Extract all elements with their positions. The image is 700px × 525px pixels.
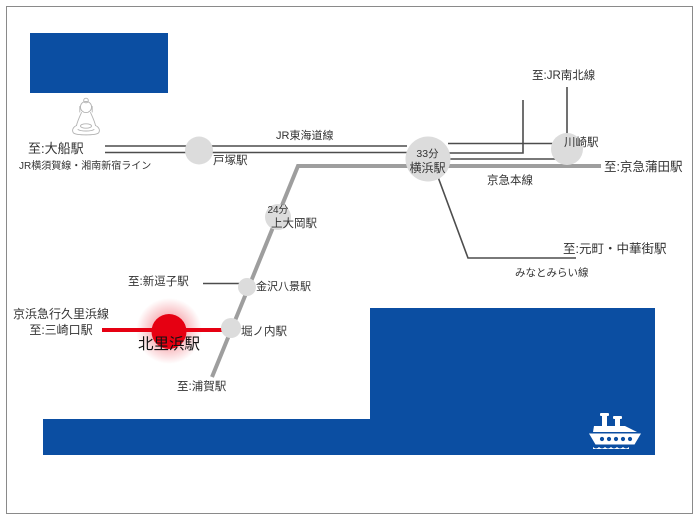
map-frame-border — [6, 6, 693, 514]
station-circle-kitarihama-highlight — [151, 314, 187, 349]
station-circle-kanazawa-hakkei — [238, 278, 256, 296]
label-station-totsuka: 戸塚駅 — [213, 155, 248, 167]
label-to-ofuna: 至:大船駅 — [28, 141, 84, 156]
label-station-horinouchi: 堀ノ内駅 — [241, 326, 287, 338]
label-to-misakiguchi: 至:三崎口駅 — [29, 322, 93, 337]
minatomirai-line — [437, 176, 576, 259]
buddha-statue-icon — [72, 97, 100, 136]
label-to-keikyu-kamata: 至:京急蒲田駅 — [604, 160, 683, 174]
label-kamiooka-minutes: 24分 — [267, 205, 289, 216]
station-circle-kamiooka — [265, 204, 291, 230]
label-keikyu-main-line: 京急本線 — [487, 175, 533, 187]
label-to-uraga: 至:浦賀駅 — [177, 381, 227, 393]
label-jr-tokaido-line: JR東海道線 — [276, 130, 334, 142]
station-circle-yokohama — [405, 136, 451, 182]
label-minatomirai-line: みなとみらい線 — [515, 267, 589, 279]
label-to-motomachi-chukagai: 至:元町・中華街駅 — [563, 242, 667, 256]
station-circle-totsuka — [185, 136, 213, 165]
station-circle-horinouchi — [221, 318, 241, 338]
label-station-kanazawa-hakkei: 金沢八景駅 — [256, 281, 311, 293]
ferry-ship-icon — [589, 413, 641, 449]
label-kurihama-line-block: 京浜急行久里浜線 至:三崎口駅 — [5, 307, 117, 338]
label-station-kamiooka: 上大岡駅 — [271, 218, 317, 230]
jr-branch-up-line — [448, 100, 524, 154]
blue-block-coast-strip — [43, 419, 655, 455]
label-yokohama-minutes: 33分 — [416, 148, 439, 160]
station-circle-kawasaki — [551, 133, 583, 165]
label-keihin-kyuko-kurihama-line: 京浜急行久里浜線 — [12, 307, 109, 321]
label-station-kitarihama: 北里浜駅 — [137, 336, 200, 353]
label-to-jr-nanboku-line: 至:JR南北線 — [532, 70, 596, 82]
blue-block-top-left — [30, 33, 168, 93]
label-station-kawasaki: 川崎駅 — [564, 137, 599, 149]
label-jr-yokosuka-shonan-line: JR横須賀線・湘南新宿ライン — [19, 161, 152, 172]
label-station-yokohama: 横浜駅 — [409, 161, 446, 175]
keikyu-main-line — [210, 164, 601, 378]
label-to-shinzushi: 至:新逗子駅 — [128, 276, 189, 288]
